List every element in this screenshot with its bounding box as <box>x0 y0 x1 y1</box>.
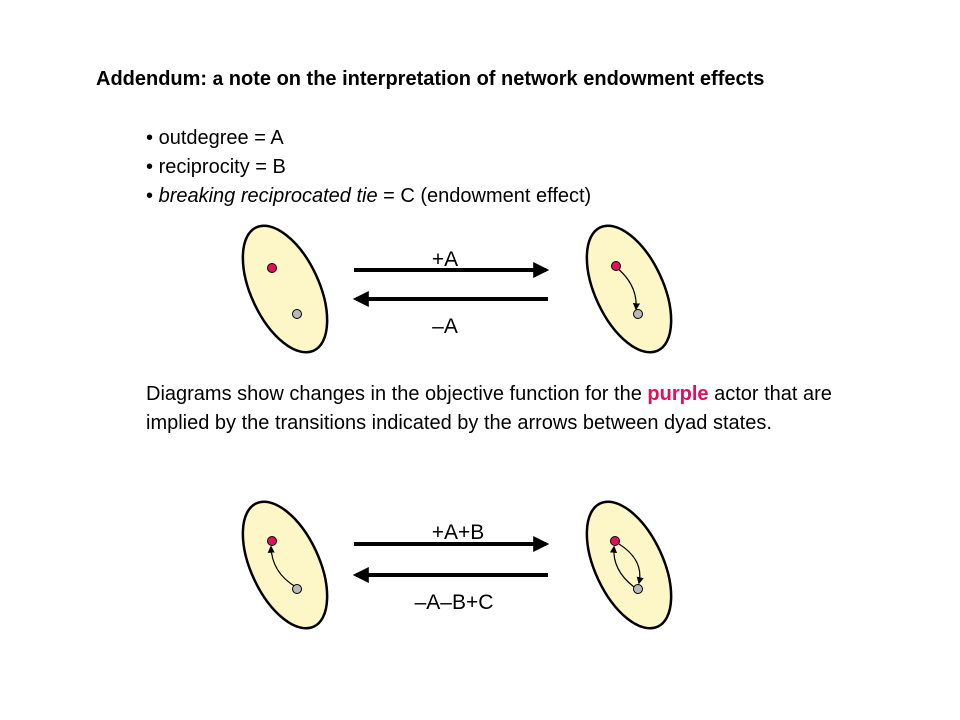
tie-arrow <box>615 266 641 311</box>
dyad-ellipse <box>241 500 329 630</box>
dyad-ellipse <box>585 224 673 354</box>
other-actor-node <box>292 309 302 319</box>
backward-label: –A–B+C <box>415 591 494 614</box>
tie-arrow <box>267 545 297 588</box>
backward-label: –A <box>432 315 458 338</box>
purple-highlight: purple <box>647 383 709 405</box>
dyad-outgoing-tie <box>585 224 673 354</box>
forward-label: +A+B <box>432 521 485 544</box>
dyad-incoming-tie <box>241 500 329 630</box>
purple-actor-node <box>610 536 620 546</box>
definitions-list: • outdegree = A • reciprocity = B • brea… <box>146 124 591 211</box>
page-title: Addendum: a note on the interpretation o… <box>96 68 765 90</box>
forward-label: +A <box>432 248 458 271</box>
dyad-reciprocated-tie <box>585 500 673 630</box>
other-actor-node <box>633 309 643 319</box>
dyad-ellipse <box>241 224 329 354</box>
list-item: • reciprocity = B <box>146 156 286 178</box>
other-actor-node <box>633 584 643 594</box>
other-actor-node <box>292 584 302 594</box>
purple-actor-node <box>267 263 277 273</box>
list-item: • outdegree = A <box>146 127 284 149</box>
diagram-2: +A+B –A–B+C <box>241 500 673 630</box>
purple-actor-node <box>611 261 621 271</box>
purple-actor-node <box>267 536 277 546</box>
tie-arrow-in <box>609 545 635 588</box>
diagram-1: +A –A <box>241 224 673 354</box>
explanation-paragraph: Diagrams show changes in the objective f… <box>146 383 832 434</box>
dyad-no-tie <box>241 224 329 354</box>
dyad-ellipse <box>585 500 673 630</box>
list-item: • breaking reciprocated tie = C (endowme… <box>146 185 592 207</box>
tie-arrow-out <box>618 543 644 585</box>
